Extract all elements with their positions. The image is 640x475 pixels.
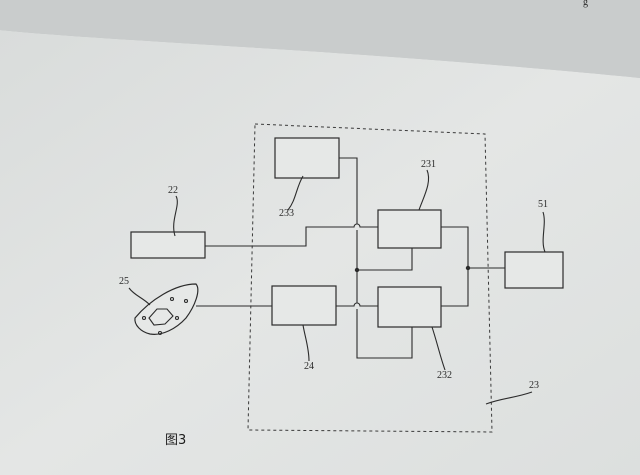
block-233 bbox=[274, 137, 340, 179]
block-22 bbox=[130, 231, 206, 259]
block-231 bbox=[377, 209, 442, 249]
label-25: 25 bbox=[119, 276, 129, 287]
block-51 bbox=[504, 251, 564, 289]
label-233: 233 bbox=[279, 208, 294, 219]
label-22: 22 bbox=[168, 185, 178, 196]
label-24: 24 bbox=[304, 361, 314, 372]
label-51: 51 bbox=[538, 199, 548, 210]
block-24 bbox=[271, 285, 337, 326]
label-232: 232 bbox=[437, 370, 452, 381]
paper-sheet bbox=[0, 30, 640, 475]
label-23: 23 bbox=[529, 380, 539, 391]
page-edge-text: g bbox=[583, 0, 588, 8]
connection-wires bbox=[196, 157, 505, 359]
region-23-dashed-boundary bbox=[247, 123, 493, 433]
iron-soleplate-icon bbox=[134, 283, 199, 336]
upper-page bbox=[0, 0, 640, 78]
leader-lines bbox=[128, 169, 546, 405]
figure-caption: 图3 bbox=[165, 433, 186, 448]
block-232 bbox=[377, 286, 442, 328]
label-231: 231 bbox=[421, 159, 436, 170]
